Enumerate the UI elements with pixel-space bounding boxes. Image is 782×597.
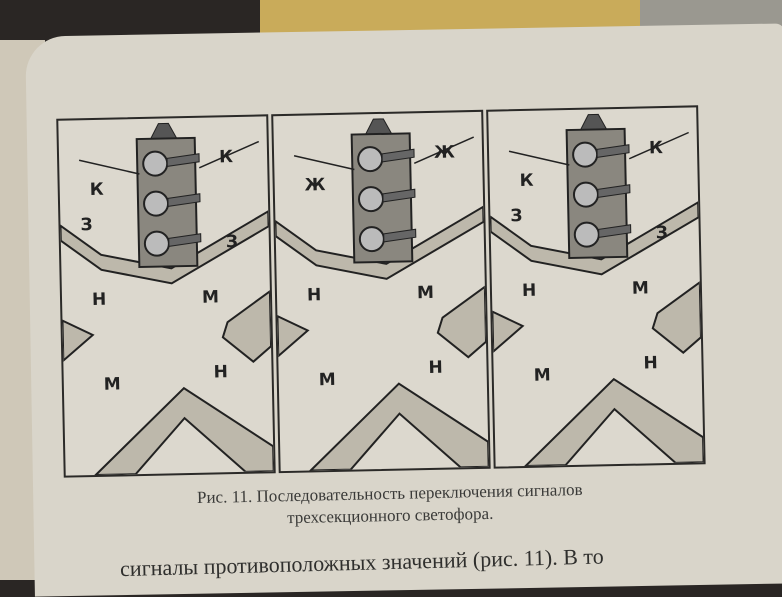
signal-lamp bbox=[357, 146, 384, 173]
signal-label: Н bbox=[428, 358, 443, 378]
signal-label: З bbox=[226, 232, 238, 252]
signal-lamp bbox=[573, 221, 600, 248]
sidewalk bbox=[276, 314, 310, 359]
sidewalk bbox=[61, 319, 95, 363]
signal-label: Н bbox=[522, 281, 537, 301]
signal-label: З bbox=[80, 215, 92, 235]
signal-visor bbox=[596, 144, 630, 158]
sidewalk bbox=[523, 377, 705, 468]
signal-label: К bbox=[649, 138, 663, 158]
signal-lamp bbox=[358, 226, 385, 253]
sidewalk bbox=[93, 386, 275, 477]
signal-label: Н bbox=[643, 353, 658, 373]
signal-label: К bbox=[219, 147, 233, 167]
signal-visor bbox=[597, 184, 631, 198]
signal-label: М bbox=[319, 370, 336, 390]
traffic-light-top bbox=[364, 118, 393, 135]
signal-label: М bbox=[104, 374, 121, 394]
signal-visor bbox=[598, 224, 632, 238]
direction-line bbox=[293, 155, 355, 171]
signal-label: Н bbox=[213, 362, 228, 382]
signal-label: М bbox=[632, 278, 649, 298]
direction-line bbox=[78, 159, 140, 175]
panel-2-drawing: Ж Ж Н М М Н bbox=[274, 118, 490, 472]
signal-visor bbox=[168, 233, 202, 247]
signal-label: Н bbox=[307, 285, 322, 305]
sidewalk bbox=[489, 200, 700, 276]
signal-visor bbox=[382, 188, 416, 203]
signal-label: З bbox=[510, 206, 522, 226]
signal-label: К bbox=[519, 171, 533, 191]
signal-label: Н bbox=[92, 290, 107, 310]
direction-line bbox=[199, 140, 260, 169]
signal-label: З bbox=[656, 223, 668, 243]
signal-label: М bbox=[534, 365, 551, 385]
signal-label: Ж bbox=[304, 175, 325, 195]
signal-visor bbox=[381, 148, 415, 163]
traffic-light-top bbox=[149, 122, 178, 140]
signal-label: М bbox=[202, 287, 219, 307]
signal-lamp bbox=[143, 190, 170, 217]
signal-visor bbox=[167, 193, 201, 207]
sidewalk bbox=[491, 310, 525, 354]
signal-lamp bbox=[572, 181, 599, 208]
sidewalk bbox=[436, 284, 488, 359]
signal-label: К bbox=[90, 180, 104, 200]
direction-line bbox=[628, 131, 689, 160]
traffic-light-top bbox=[579, 113, 608, 131]
direction-line bbox=[508, 150, 570, 166]
sidewalk bbox=[59, 209, 270, 285]
signal-lamp bbox=[572, 141, 599, 168]
signal-lamp bbox=[142, 150, 169, 177]
sidewalk bbox=[274, 205, 485, 280]
signal-label: М bbox=[417, 283, 434, 303]
sidewalk bbox=[308, 382, 490, 472]
signal-visor bbox=[166, 153, 200, 168]
panel-2: Ж Ж Н М М Н bbox=[271, 109, 491, 474]
sidewalk bbox=[221, 289, 273, 363]
signal-lamp bbox=[143, 230, 170, 257]
direction-line bbox=[413, 136, 475, 164]
signal-lamp bbox=[358, 186, 385, 213]
signal-label: Ж bbox=[434, 142, 455, 162]
signal-visor bbox=[383, 228, 417, 243]
sidewalk bbox=[651, 280, 702, 354]
